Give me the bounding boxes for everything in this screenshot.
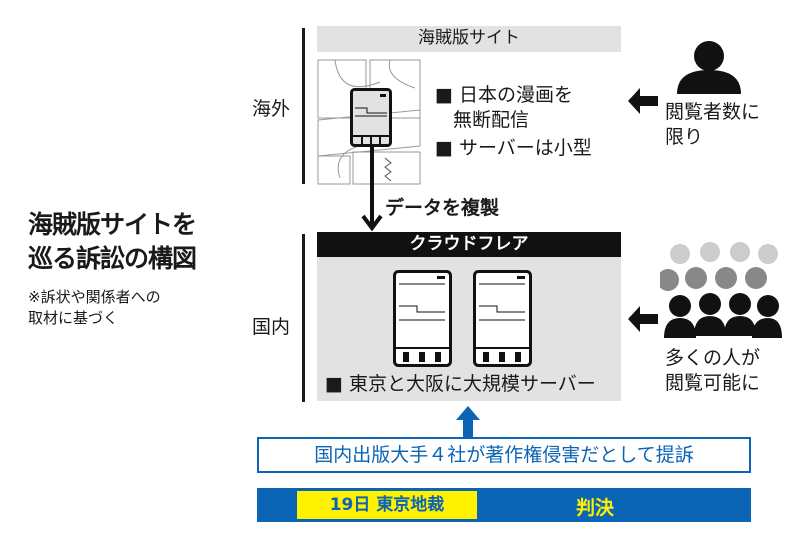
lawsuit-box: 国内出版大手４社が著作権侵害だとして提訴 [257, 437, 751, 473]
diagram-title: 海賊版サイトを巡る訴訟の構図 [28, 208, 197, 276]
cloudflare-area [317, 257, 621, 401]
copy-label: データを複製 [385, 197, 500, 219]
cloudflare-bullet: ■ 東京と大阪に大規模サーバー [325, 373, 596, 395]
left-arrow-icon [628, 88, 658, 114]
source-note: ※訴状や関係者への取材に基づく [28, 287, 161, 329]
title-line-1: 海賊版サイトを [28, 210, 197, 239]
pirate-site-header: 海賊版サイト [317, 26, 621, 52]
bullet-text: 無断配信 [453, 109, 530, 131]
viewer-text: 閲覧者数に [665, 101, 761, 123]
large-server-icon [473, 270, 532, 367]
left-arrow-icon [628, 306, 658, 332]
lawsuit-up-arrow-icon [456, 406, 480, 438]
large-server-icon [393, 270, 452, 367]
verdict-label: 判決 [575, 497, 614, 519]
note-line-1: ※訴状や関係者への [28, 288, 161, 306]
viewer-text: 多くの人が [665, 347, 761, 369]
small-server-icon [350, 88, 392, 147]
note-line-2: 取材に基づく [28, 309, 119, 327]
region-overseas: 海外 [252, 98, 291, 120]
bullet-text: ■ 日本の漫画を [435, 84, 573, 106]
region-domestic: 国内 [252, 316, 291, 338]
domestic-divider [302, 234, 305, 402]
manga-panels-icon [317, 59, 421, 185]
pirate-bullet-1: ■ 日本の漫画を無断配信 [435, 83, 573, 133]
copy-down-arrow-icon [361, 146, 383, 232]
overseas-divider [302, 28, 305, 184]
cloudflare-header: クラウドフレア [317, 232, 621, 257]
crowd-icon [660, 242, 782, 338]
pirate-bullet-2: ■ サーバーは小型 [435, 137, 592, 159]
title-line-2: 巡る訴訟の構図 [28, 244, 197, 273]
verdict-date-court: 19日 東京地裁 [297, 491, 477, 519]
viewer-text: 閲覧可能に [665, 372, 761, 394]
viewer-text: 限り [665, 126, 704, 148]
single-viewer-icon [677, 41, 741, 94]
